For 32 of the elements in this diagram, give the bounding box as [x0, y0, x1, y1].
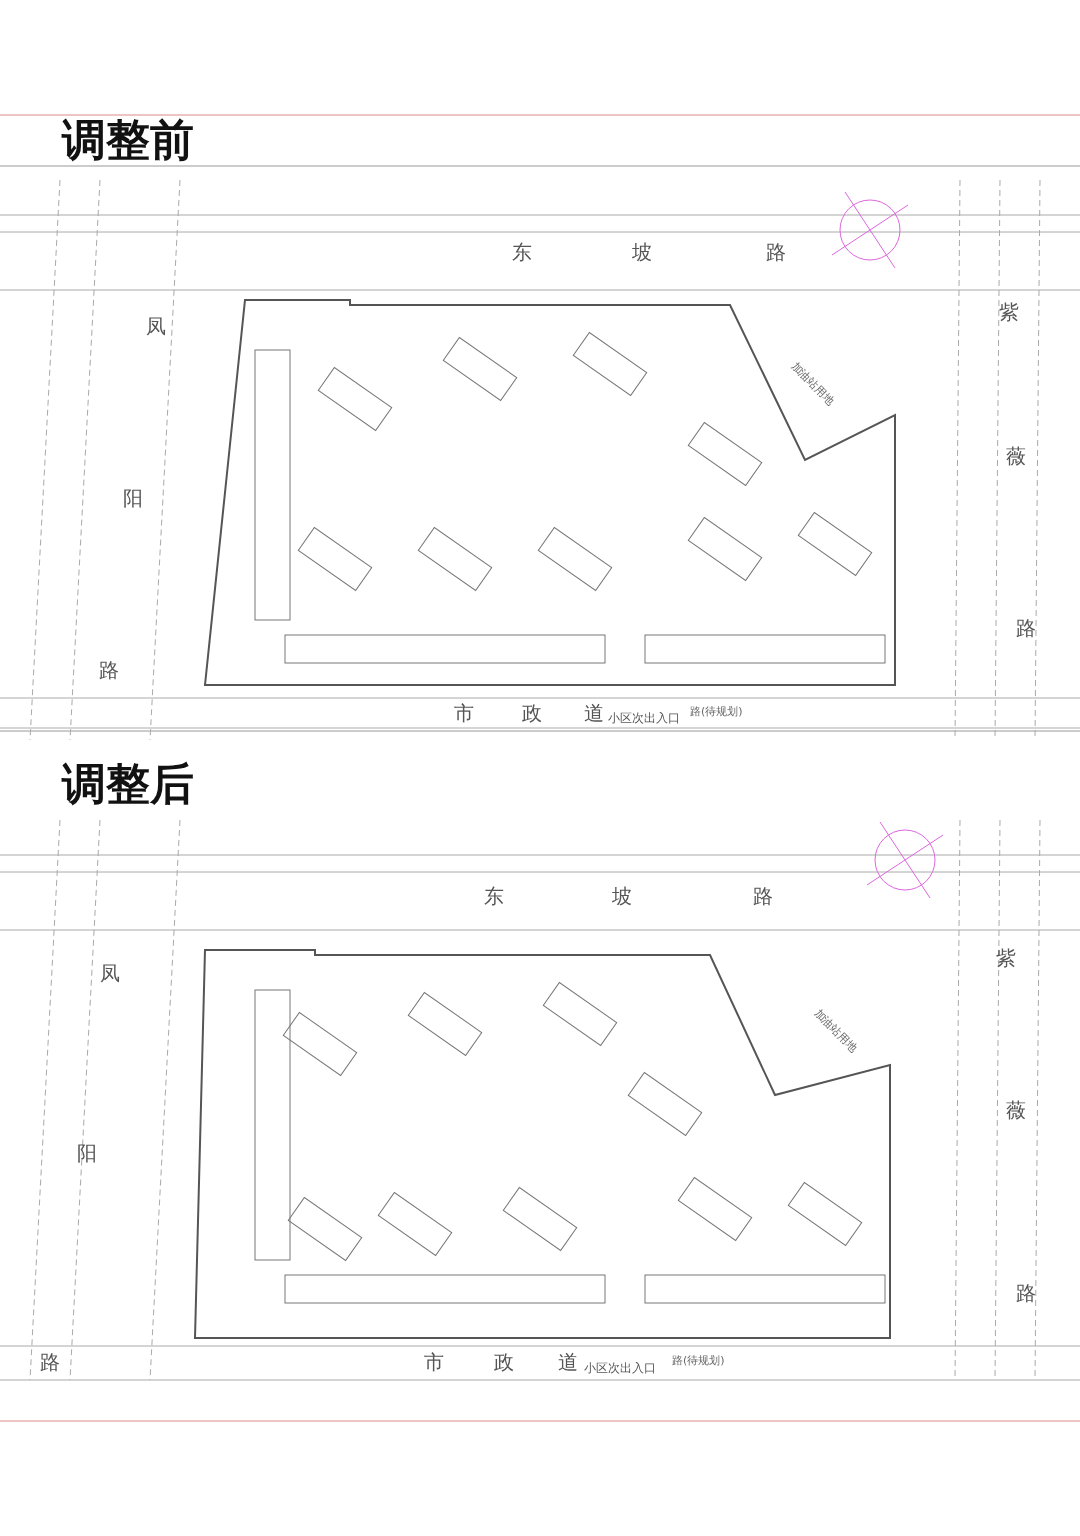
section-heading: 调整前: [62, 118, 194, 162]
road-name: 路: [99, 660, 119, 680]
road-name: 政: [494, 1352, 514, 1372]
land-use-label: 加油站用地: [789, 360, 836, 407]
road-name: 市: [454, 703, 474, 723]
road-name: 坡: [612, 886, 632, 906]
road-name: 凤: [100, 963, 120, 983]
road-name: 市: [424, 1352, 444, 1372]
road-name: 坡: [632, 242, 652, 262]
road-name: 路: [753, 886, 773, 906]
road-name: 道: [584, 703, 604, 723]
road-name: 路: [766, 242, 786, 262]
road-name: 东: [512, 242, 532, 262]
road-name: 薇: [1006, 446, 1026, 466]
road-name: 紫: [996, 948, 1016, 968]
road-name: 路: [40, 1352, 60, 1372]
section-heading: 调整后: [62, 762, 194, 806]
road-name: 薇: [1006, 1100, 1026, 1120]
road-name: 紫: [999, 302, 1019, 322]
entrance-label: 小区次出入口: [584, 1362, 656, 1374]
road-name: 道: [558, 1352, 578, 1372]
road-name: 东: [484, 886, 504, 906]
road-name: 阳: [123, 488, 143, 508]
road-name: 路(待规划): [672, 1355, 725, 1366]
road-name: 路: [1016, 618, 1036, 638]
road-name: 阳: [77, 1143, 97, 1163]
road-name: 凤: [146, 316, 166, 336]
entrance-label: 小区次出入口: [608, 712, 680, 724]
land-use-label: 加油站用地: [812, 1007, 859, 1054]
road-name: 路(待规划): [690, 706, 743, 717]
road-name: 政: [522, 703, 542, 723]
road-name: 路: [1016, 1283, 1036, 1303]
